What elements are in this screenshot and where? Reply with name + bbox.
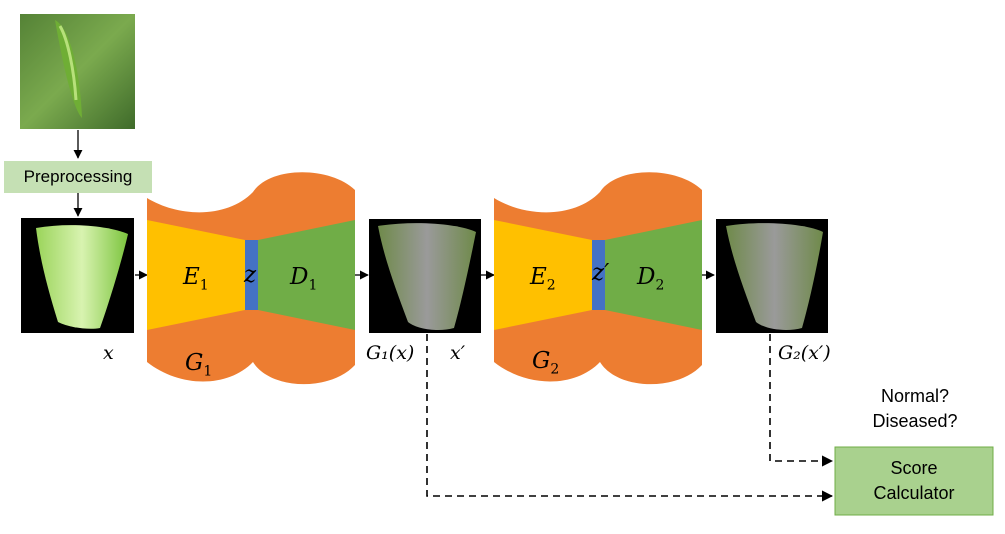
latent-z [245, 240, 258, 310]
input-photo [20, 14, 135, 129]
question-diseased: Diseased? [872, 411, 958, 431]
score-line1: Score [890, 458, 938, 478]
decoder-1-label: D1 [290, 264, 318, 294]
question-text: Normal? Diseased? [850, 382, 980, 436]
decoder-1 [258, 220, 355, 330]
image-g2x [716, 219, 828, 333]
score-calculator-label: Score Calculator [835, 447, 993, 515]
latent-z-label: z [244, 262, 257, 288]
encoder-2-label: E2 [530, 264, 556, 294]
generator-1-label: G1 [185, 350, 213, 380]
encoder-1 [147, 220, 245, 330]
latent-z-prime-label: z′ [592, 260, 610, 286]
generator-1 [147, 172, 355, 385]
score-calculator-box [834, 446, 994, 516]
label-g2x: G₂(x′) [778, 342, 831, 364]
image-x [21, 218, 134, 333]
preprocessing-box [4, 161, 152, 193]
encoder-2 [494, 220, 592, 330]
generator-2-label: G2 [532, 348, 560, 378]
image-g1x [369, 219, 481, 333]
label-x-prime: x′ [450, 342, 466, 364]
score-line2: Calculator [873, 483, 955, 503]
dashed-g1x-to-score [426, 334, 834, 502]
label-g1x: G₁(x) [366, 342, 415, 364]
dashed-g2x-to-score [769, 334, 834, 467]
preprocessing-label: Preprocessing [23, 167, 133, 186]
label-x: x [103, 342, 114, 364]
decoder-2-label: D2 [637, 264, 665, 294]
decoder-2 [605, 220, 702, 330]
question-normal: Normal? [880, 386, 950, 406]
latent-z-prime [592, 240, 605, 310]
generator-2 [494, 172, 702, 385]
encoder-1-label: E1 [183, 264, 209, 294]
